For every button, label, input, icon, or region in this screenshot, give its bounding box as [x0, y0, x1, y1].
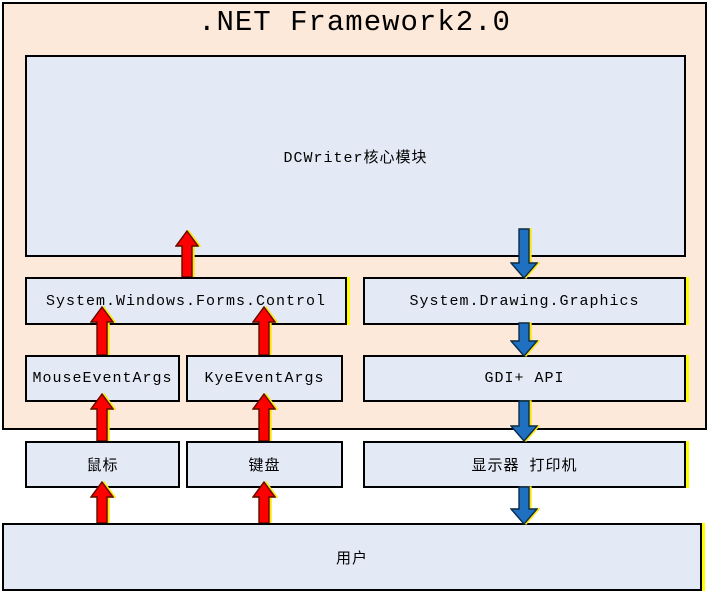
forms-control-label: System.Windows.Forms.Control [45, 292, 327, 310]
display-printer-box: 显示器 打印机 [363, 441, 686, 488]
keyboard-label: 键盘 [248, 458, 281, 475]
dcwriter-core-module-label: DCWriter核心模块 [283, 149, 428, 167]
red-up-arrow-formscontrol-to-core [175, 230, 199, 277]
mouse-label: 鼠标 [86, 458, 119, 475]
red-up-arrow-keyargs-to-formscontrol [252, 306, 276, 355]
blue-down-arrow-graphics-to-gdi [510, 322, 538, 357]
blue-down-arrow-core-to-graphics [510, 228, 538, 279]
red-up-arrow-user-to-keyboard [252, 481, 276, 523]
drawing-graphics-label: System.Drawing.Graphics [409, 292, 640, 310]
red-up-arrow-mouse-to-mouseargs [90, 393, 114, 441]
red-up-arrow-user-to-mouse [90, 481, 114, 523]
forms-control-box: System.Windows.Forms.Control [25, 277, 347, 325]
diagram-title: .NET Framework2.0 [198, 6, 511, 39]
drawing-graphics-box: System.Drawing.Graphics [363, 277, 686, 325]
key-event-args-label: KyeEventArgs [204, 370, 325, 387]
display-printer-label: 显示器 打印机 [471, 458, 578, 475]
red-up-arrow-mouseargs-to-formscontrol [90, 306, 114, 355]
red-up-arrow-keyboard-to-keyargs [252, 393, 276, 441]
mouse-event-args-label: MouseEventArgs [32, 370, 173, 387]
user-box: 用户 [2, 523, 702, 591]
blue-down-arrow-gdi-to-display [510, 400, 538, 442]
user-label: 用户 [335, 550, 368, 568]
gdi-api-label: GDI+ API [484, 370, 565, 387]
gdi-api-box: GDI+ API [363, 355, 686, 402]
dcwriter-core-module-box: DCWriter核心模块 [25, 55, 686, 257]
blue-down-arrow-display-to-user [510, 486, 538, 525]
